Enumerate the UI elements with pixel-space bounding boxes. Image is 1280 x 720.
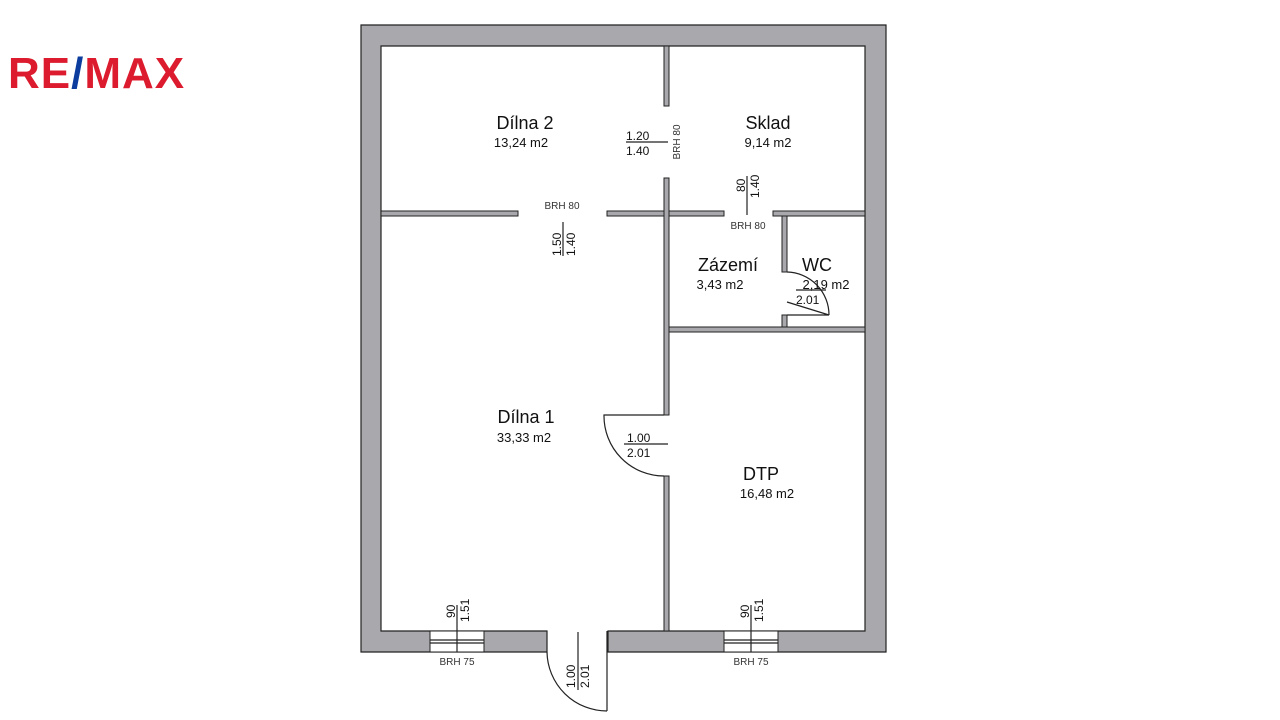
dim-height: 1.40	[748, 174, 762, 198]
dim-height: 2.01	[796, 293, 820, 307]
room-area-wc: 2,19 m2	[803, 277, 850, 292]
dim-height: 1.40	[564, 232, 578, 256]
room-name-dilna2: Dílna 2	[496, 113, 553, 133]
door-dilna1-dtp	[603, 414, 665, 477]
dim-width: 1.00	[564, 664, 578, 688]
room-name-zazemi: Zázemí	[698, 255, 758, 275]
dim-width: 80	[734, 178, 748, 192]
dim-height: 2.01	[627, 446, 651, 460]
room-area-dilna2: 13,24 m2	[494, 135, 548, 150]
entrance-door	[546, 631, 608, 712]
brh-label: BRH 75	[439, 657, 474, 668]
room-area-zazemi: 3,43 m2	[697, 277, 744, 292]
dim-width: 90	[738, 604, 752, 618]
dim-width: 90	[444, 604, 458, 618]
remax-logo: RE/MAX	[8, 52, 185, 96]
brh-label: BRH 75	[733, 657, 768, 668]
outer-wall	[360, 24, 887, 653]
room-area-sklad: 9,14 m2	[745, 135, 792, 150]
logo-text-re: RE	[8, 49, 72, 98]
brh-label: BRH 80	[544, 201, 579, 212]
dim-height: 2.01	[578, 664, 592, 688]
dim-width: 1.20	[626, 129, 650, 143]
brh-label: BRH 80	[730, 221, 765, 232]
door-wc	[786, 271, 830, 316]
logo-text-max: MAX	[84, 49, 186, 98]
dim-height: 1.51	[752, 598, 766, 622]
room-name-dtp: DTP	[743, 464, 779, 484]
dim-width: 1.00	[627, 431, 651, 445]
dim-width: 1.50	[550, 232, 564, 256]
dim-height: 1.40	[626, 144, 650, 158]
brh-label: BRH 80	[672, 124, 683, 159]
dim-height: 1.51	[458, 598, 472, 622]
room-name-wc: WC	[802, 255, 832, 275]
room-name-dilna1: Dílna 1	[497, 407, 554, 427]
room-area-dilna1: 33,33 m2	[497, 430, 551, 445]
room-area-dtp: 16,48 m2	[740, 486, 794, 501]
room-name-sklad: Sklad	[745, 113, 790, 133]
logo-slash: /	[71, 49, 85, 98]
interior-walls	[380, 45, 866, 632]
